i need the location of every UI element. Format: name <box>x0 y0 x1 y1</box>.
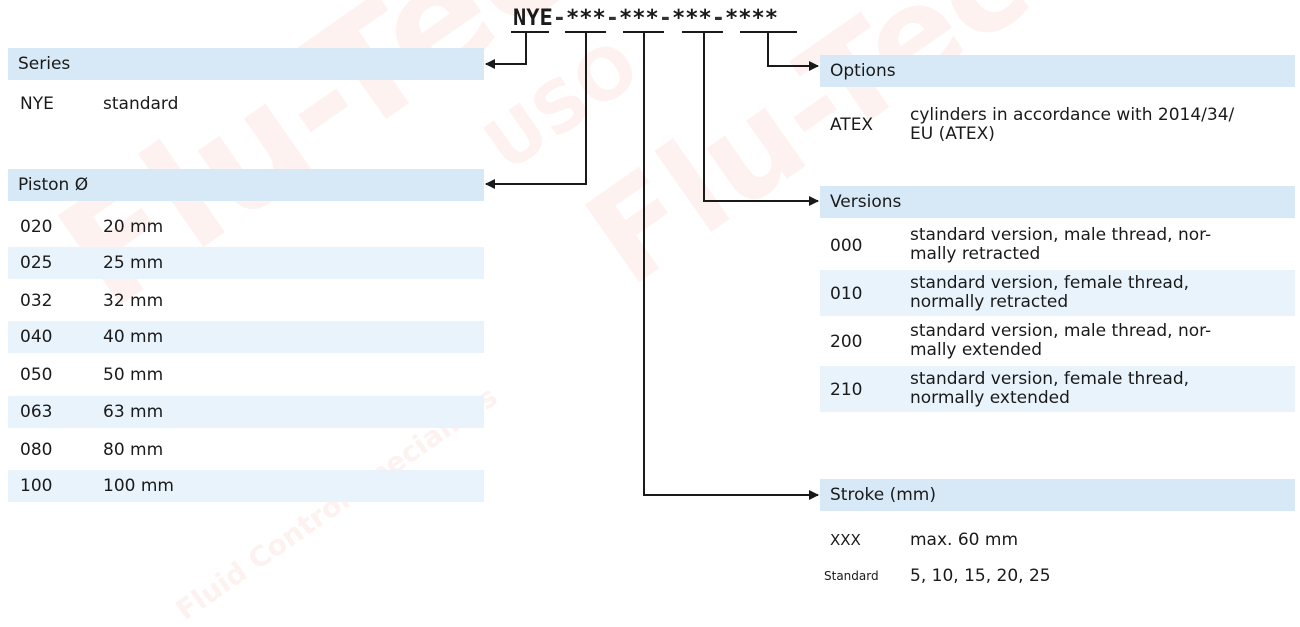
versions-desc: standard version, female thread, normall… <box>910 274 1189 312</box>
series-row: NYE standard <box>8 88 484 120</box>
options-code: ATEX <box>830 115 874 135</box>
versions-desc: standard version, female thread, normall… <box>910 370 1189 408</box>
versions-desc-line1: standard version, female thread, <box>910 369 1190 389</box>
versions-row: 200 standard version, male thread, nor- … <box>820 318 1295 364</box>
piston-code: 020 <box>20 217 53 237</box>
piston-code: 025 <box>20 253 53 273</box>
options-desc-line2: EU (ATEX) <box>910 124 995 144</box>
piston-value: 20 mm <box>103 217 164 237</box>
connector-stroke <box>643 33 819 500</box>
stroke-code: XXX <box>830 531 861 549</box>
code-dash: - <box>552 6 566 31</box>
piston-row: 063 63 mm <box>8 396 484 428</box>
options-desc: cylinders in accordance with 2014/34/ EU… <box>910 106 1234 144</box>
versions-header: Versions <box>820 186 1295 218</box>
connector-lines <box>485 31 819 500</box>
stroke-value: max. 60 mm <box>910 530 1019 550</box>
versions-code: 000 <box>830 236 863 256</box>
versions-code: 210 <box>830 380 863 400</box>
stroke-value: 5, 10, 15, 20, 25 <box>910 566 1051 586</box>
versions-desc: standard version, male thread, nor- mall… <box>910 226 1211 264</box>
code-piston: *** <box>566 6 606 31</box>
versions-desc-line2: mally extended <box>910 340 1043 360</box>
versions-row: 000 standard version, male thread, nor- … <box>820 222 1295 268</box>
options-row: ATEX cylinders in accordance with 2014/3… <box>820 96 1295 158</box>
piston-code: 063 <box>20 402 53 422</box>
series-header: Series <box>8 48 484 80</box>
piston-value: 63 mm <box>103 402 164 422</box>
piston-row: 025 25 mm <box>8 247 484 279</box>
versions-desc-line2: normally extended <box>910 388 1070 408</box>
piston-value: 80 mm <box>103 440 164 460</box>
versions-desc: standard version, male thread, nor- mall… <box>910 322 1211 360</box>
series-value: standard <box>103 94 179 114</box>
versions-code: 200 <box>830 332 863 352</box>
versions-row: 010 standard version, female thread, nor… <box>820 270 1295 316</box>
versions-desc-line1: standard version, female thread, <box>910 273 1190 293</box>
connector-versions <box>703 33 819 206</box>
code-series: NYE <box>513 6 553 31</box>
piston-value: 50 mm <box>103 365 164 385</box>
stroke-header: Stroke (mm) <box>820 479 1295 511</box>
connector-options <box>767 33 819 71</box>
piston-code: 040 <box>20 327 53 347</box>
versions-code: 010 <box>830 284 863 304</box>
versions-row: 210 standard version, female thread, nor… <box>820 366 1295 412</box>
piston-code: 080 <box>20 440 53 460</box>
versions-desc-line1: standard version, male thread, nor- <box>910 225 1212 245</box>
piston-row: 032 32 mm <box>8 285 484 317</box>
connector-series <box>485 33 527 69</box>
piston-value: 40 mm <box>103 327 164 347</box>
piston-row: 100 100 mm <box>8 470 484 502</box>
piston-header: Piston Ø <box>8 169 484 201</box>
code-version: *** <box>672 6 712 31</box>
versions-desc-line2: mally retracted <box>910 244 1041 264</box>
piston-value: 32 mm <box>103 291 164 311</box>
piston-value: 100 mm <box>103 476 174 496</box>
options-header: Options <box>820 55 1295 87</box>
versions-desc-line1: standard version, male thread, nor- <box>910 321 1212 341</box>
piston-row: 020 20 mm <box>8 211 484 243</box>
piston-row: 080 80 mm <box>8 434 484 466</box>
code-dash: - <box>605 6 619 31</box>
code-dash: - <box>658 6 672 31</box>
options-desc-line1: cylinders in accordance with 2014/34/ <box>910 105 1235 125</box>
type-code: NYE-***-***-***-**** <box>513 6 778 31</box>
piston-row: 050 50 mm <box>8 359 484 391</box>
code-stroke: *** <box>619 6 659 31</box>
code-dash: - <box>711 6 725 31</box>
stroke-row: XXX max. 60 mm <box>820 524 1295 556</box>
series-code: NYE <box>20 94 54 114</box>
piston-row: 040 40 mm <box>8 321 484 353</box>
versions-desc-line2: normally retracted <box>910 292 1069 312</box>
code-options: **** <box>725 6 778 31</box>
connector-piston <box>485 33 587 189</box>
stroke-code: Standard <box>824 569 879 583</box>
piston-value: 25 mm <box>103 253 164 273</box>
piston-code: 032 <box>20 291 53 311</box>
stroke-row: Standard 5, 10, 15, 20, 25 <box>820 561 1295 591</box>
piston-code: 100 <box>20 476 53 496</box>
piston-code: 050 <box>20 365 53 385</box>
